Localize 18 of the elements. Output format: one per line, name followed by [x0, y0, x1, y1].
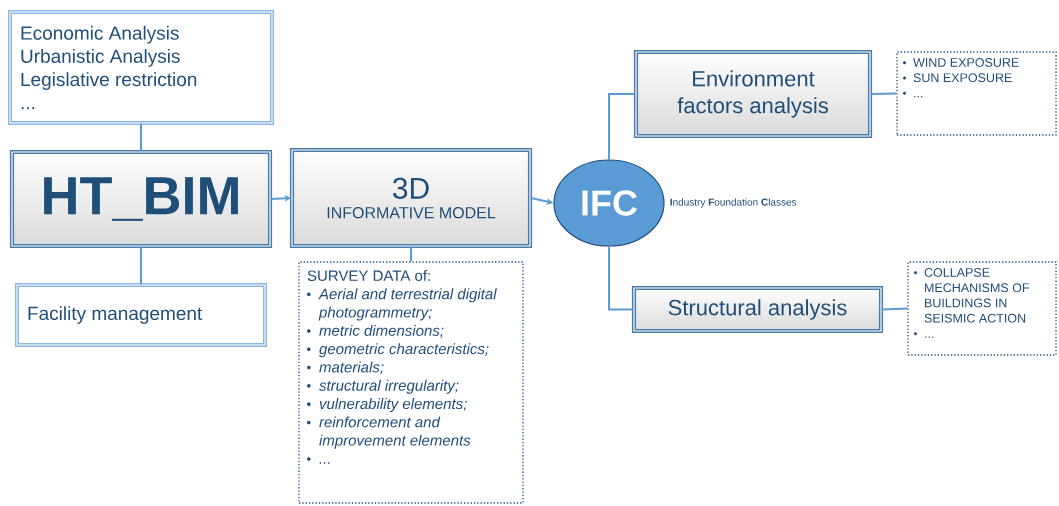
process-box: 3D INFORMATIVE MODEL — [289, 147, 533, 249]
connector-line — [608, 245, 635, 311]
connector-line — [608, 93, 637, 161]
ellipse-node: IFC — [553, 159, 665, 247]
note-box: SURVEY DATA of: Aerial and terrestrial digital photogrammetry; metric dimensions; geometric characteristics; materials; structural irregularity; vulnerability elements; reinforcement and improvement elements ... — [298, 261, 524, 504]
connector-line — [880, 307, 909, 311]
process-box: Structural analysis — [631, 285, 884, 334]
connector-line — [140, 122, 142, 153]
connector-line — [869, 92, 898, 95]
text-box: Facility management — [15, 283, 267, 347]
text-box: Economic Analysis Urbanistic Analysis Legislative restriction ... — [8, 10, 274, 125]
caption-text: Industry Foundation Classes — [670, 198, 797, 208]
process-box: HT_BIM — [9, 149, 273, 249]
connector-line — [140, 245, 142, 286]
note-box: COLLAPSE MECHANISMS OF BUILDINGS IN SEISMIC ACTION ... — [907, 261, 1057, 356]
connector-line — [410, 245, 412, 263]
note-box: WIND EXPOSURE SUN EXPOSURE ... — [896, 51, 1057, 136]
process-box: Environment factors analysis — [633, 49, 873, 139]
